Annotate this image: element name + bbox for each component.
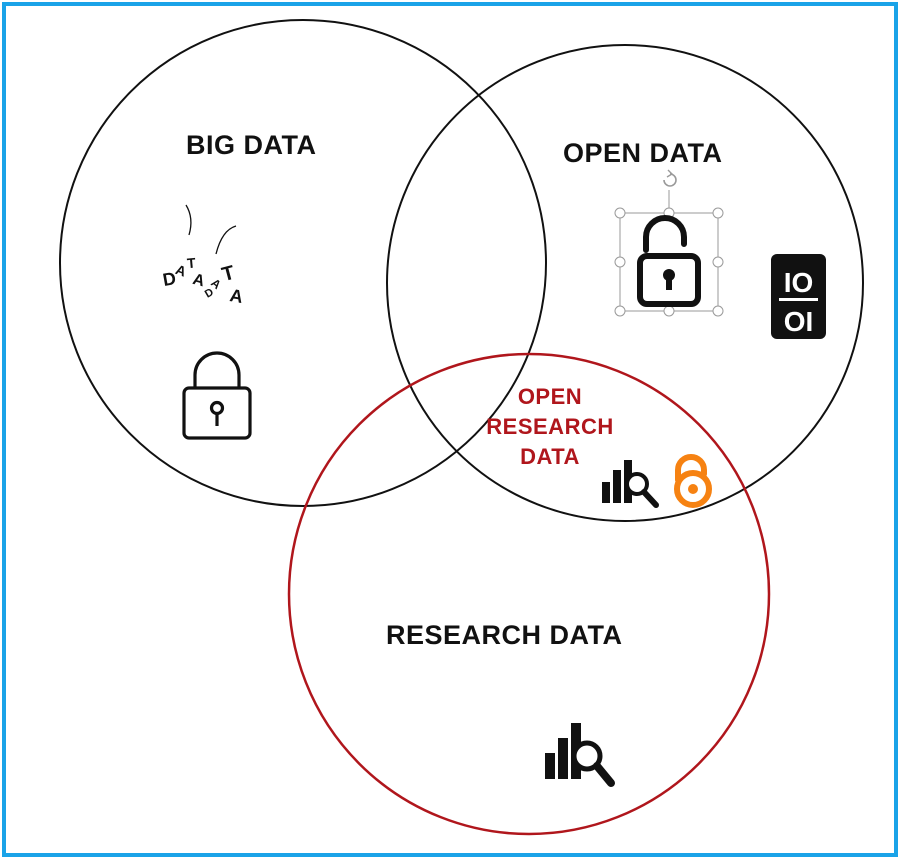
intersection-label-line: OPEN xyxy=(517,384,583,409)
open-data-label: OPEN DATA xyxy=(563,138,723,168)
scattered-letter: T xyxy=(186,255,196,272)
scattered-letter: T xyxy=(220,262,237,286)
intersection-label-line: RESEARCH xyxy=(486,414,614,439)
scattered-letter: D xyxy=(161,268,177,290)
binary-row: OI xyxy=(784,306,814,337)
open-access-icon xyxy=(674,454,712,508)
lock-open-icon xyxy=(614,169,724,317)
intersection-label-line: DATA xyxy=(520,444,580,469)
lock-closed-icon xyxy=(182,351,252,440)
open-research-data-label: OPEN RESEARCH DATA xyxy=(470,382,630,472)
research-data-circle xyxy=(287,352,771,836)
scattered-letter: A xyxy=(228,285,244,307)
data-search-icon xyxy=(602,460,659,508)
big-data-circle xyxy=(59,19,547,507)
big-data-label: BIG DATA xyxy=(186,130,317,160)
scattered-data-letters-icon: D A T A D A T A xyxy=(161,204,245,307)
open-data-circle xyxy=(386,44,864,522)
binary-data-icon: IO OI xyxy=(771,254,826,339)
data-search-icon xyxy=(545,723,615,787)
binary-row: IO xyxy=(784,267,814,298)
research-data-label: RESEARCH DATA xyxy=(386,620,623,650)
scattered-letter: A xyxy=(191,271,207,291)
